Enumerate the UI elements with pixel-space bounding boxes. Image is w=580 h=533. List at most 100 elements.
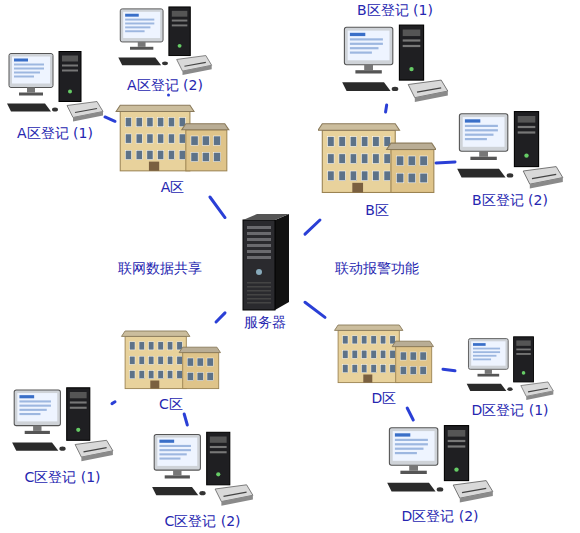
icon-part (350, 154, 356, 164)
icon-part (362, 336, 367, 344)
workstation-node: D区登记 (2) (385, 420, 495, 526)
icon-part (159, 453, 186, 455)
icon-part (478, 374, 500, 377)
icon-part (408, 156, 416, 166)
icon-part (149, 342, 154, 350)
icon-part (247, 302, 271, 304)
icon-part (14, 76, 34, 78)
icon-part (396, 347, 432, 383)
icon-part (19, 395, 34, 398)
building-node: C区 (112, 322, 230, 414)
network-link (210, 197, 225, 218)
icon-part (409, 67, 413, 71)
icon-part (343, 350, 348, 358)
icon-part (125, 14, 139, 17)
icon-part (396, 173, 404, 183)
icon-part (125, 150, 131, 159)
icon-part (14, 390, 60, 426)
icon-part (139, 356, 144, 364)
icon-part (221, 495, 253, 506)
icon-part (420, 156, 428, 166)
icon-part (159, 440, 174, 443)
icon-part (468, 339, 508, 370)
icon-part (389, 428, 437, 465)
icon-part (362, 365, 367, 373)
icon-part (115, 95, 230, 177)
workstation-node: B区登记 (2) (455, 108, 565, 210)
icon-part (473, 351, 500, 353)
icon-part (361, 137, 367, 147)
icon-part (454, 467, 458, 471)
icon-part (473, 343, 486, 346)
icon-part (125, 118, 131, 127)
icon-part (118, 58, 161, 66)
icon-part (168, 134, 174, 143)
icon-part (158, 371, 163, 379)
icon-part (19, 400, 51, 402)
icon-part (463, 117, 505, 147)
workstation-node: B区登记 (1) (340, 0, 450, 105)
icon-part (373, 137, 379, 147)
icon-part (125, 336, 186, 388)
icon-part (149, 371, 154, 379)
node-label: A区登记 (2) (127, 75, 203, 95)
icon-part (465, 119, 480, 122)
icon-part (19, 413, 40, 415)
icon-part (403, 30, 421, 37)
icon-part (33, 426, 41, 431)
icon-part (158, 134, 164, 143)
function-label: 联网数据共享 (105, 258, 215, 278)
icon-part (147, 134, 153, 143)
icon-part (339, 171, 345, 181)
icon-part (182, 124, 229, 130)
icon-part (318, 112, 436, 200)
icon-part (14, 64, 44, 66)
icon-part (125, 134, 131, 143)
icon-part (350, 38, 383, 40)
icon-part (214, 136, 221, 145)
icon-part (342, 82, 390, 91)
building-node: D区 (325, 316, 443, 408)
icon-part (384, 171, 390, 181)
node-label: 服务器 (244, 312, 286, 332)
building-node: B区 (318, 112, 436, 220)
icon-part (485, 369, 492, 374)
icon-part (167, 342, 172, 350)
icon-part (177, 356, 182, 364)
icon-part (183, 65, 212, 75)
icon-part (516, 349, 530, 351)
icon-part (387, 143, 436, 149)
icon-part (247, 226, 271, 229)
icon-part (343, 365, 348, 373)
icon-part (73, 112, 103, 122)
node-label: B区 (365, 200, 389, 220)
icon-part (136, 134, 142, 143)
icon-part (210, 446, 227, 448)
computer-icon (10, 380, 115, 467)
icon-part (162, 61, 168, 65)
icon-part (350, 171, 356, 181)
icon-part (380, 336, 385, 344)
icon-part (179, 347, 220, 352)
icon-part (524, 153, 528, 157)
icon-part (168, 118, 174, 127)
icon-part (150, 425, 255, 511)
icon-part (184, 62, 205, 66)
icon-part (380, 350, 385, 358)
network-link (436, 162, 455, 163)
icon-part (70, 407, 87, 409)
icon-part (448, 430, 466, 437)
icon-part (448, 440, 466, 442)
icon-part (355, 70, 381, 73)
computer-icon (5, 48, 105, 123)
icon-part (514, 112, 538, 167)
icon-part (14, 72, 40, 74)
icon-part (348, 31, 390, 61)
building-icon (112, 322, 230, 394)
icon-part (136, 118, 142, 127)
icon-part (62, 70, 78, 72)
icon-part (532, 174, 556, 178)
icon-part (130, 342, 135, 350)
icon-part (149, 162, 159, 171)
icon-part (350, 137, 356, 147)
